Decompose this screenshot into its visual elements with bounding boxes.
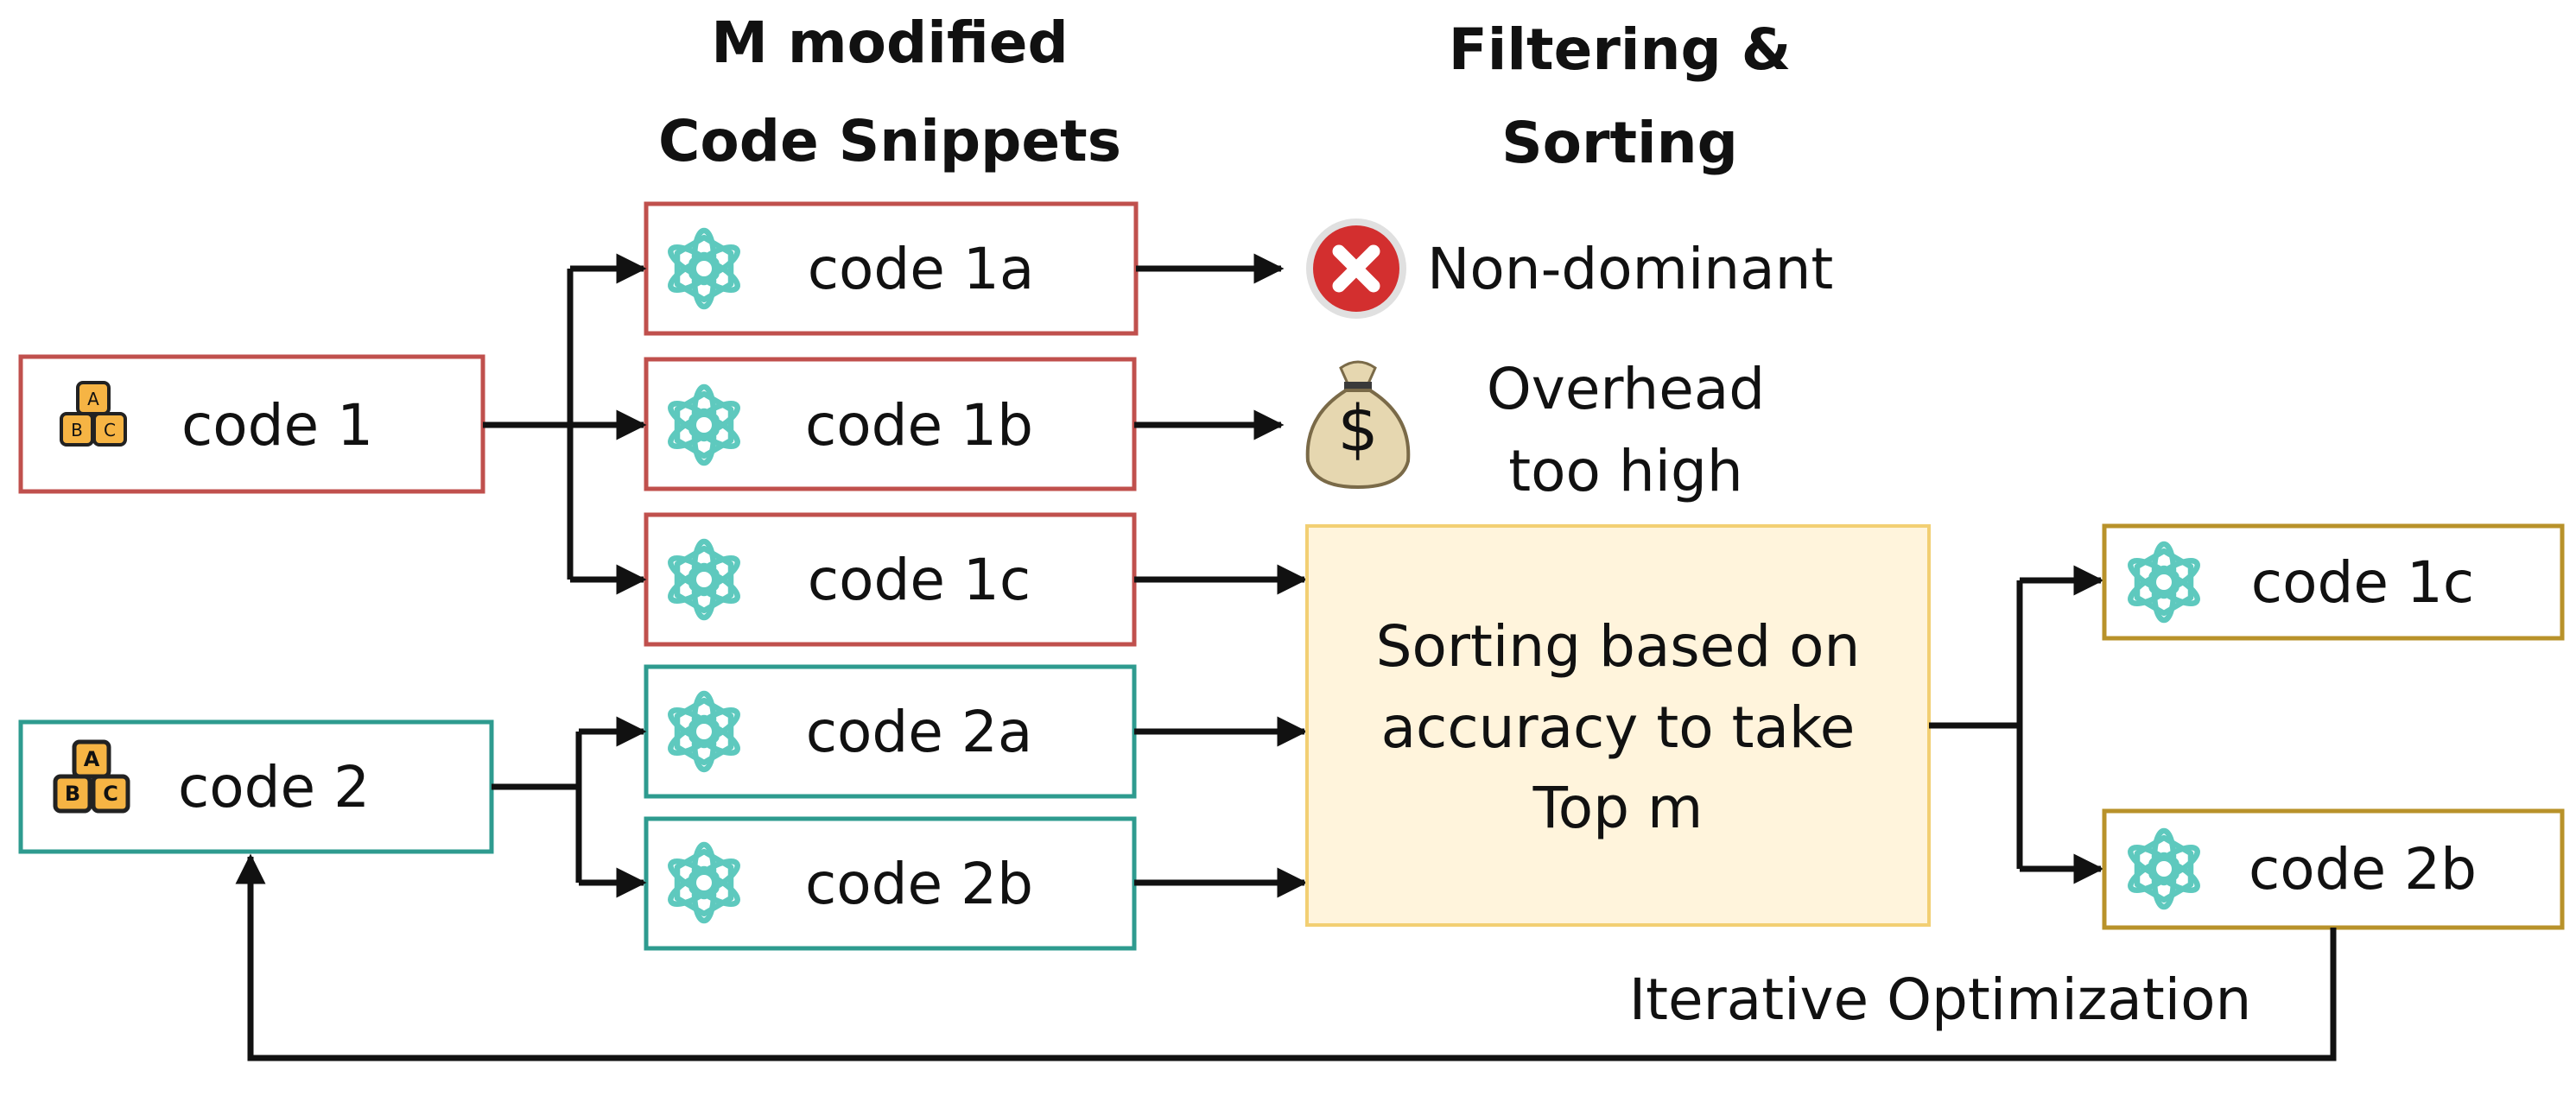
- snippet-label-code1c: code 1c: [808, 547, 1031, 613]
- iterative-optimization-label: Iterative Optimization: [1629, 966, 2252, 1033]
- sorting-text-line3: Top m: [1532, 775, 1704, 841]
- output-label-code1c: code 1c: [2251, 549, 2474, 616]
- filter-label-non-dominant: Non-dominant: [1427, 236, 1833, 302]
- snippet-label-code2a: code 2a: [806, 699, 1033, 765]
- money-bag-icon: $: [1305, 360, 1411, 490]
- sort-to-output-arrows: [1929, 565, 2104, 884]
- snippet-label-code1b: code 1b: [805, 392, 1033, 459]
- red-x-icon: [1306, 219, 1406, 319]
- iterative-loop-arrow: [235, 853, 2337, 1061]
- output-box-code1c: code 1c: [2102, 523, 2565, 641]
- header-modified-line1: M modified: [711, 10, 1069, 76]
- sorting-text-line1: Sorting based on: [1376, 613, 1861, 680]
- header-filtering-line2: Sorting: [1501, 110, 1738, 176]
- output-label-code2b: code 2b: [2249, 836, 2477, 903]
- input-label-code2: code 2: [178, 754, 370, 820]
- block-letter-b: B: [71, 420, 83, 440]
- block-letter-c: C: [103, 782, 118, 806]
- snippet-box-code1b: code 1b: [644, 357, 1137, 491]
- fanout-code2: [492, 716, 647, 898]
- abc-blocks-icon: A B C: [60, 381, 127, 447]
- abc-blocks-icon: A B C: [53, 739, 130, 814]
- snippet-label-code2b: code 2b: [805, 851, 1033, 917]
- block-letter-a: A: [84, 747, 100, 771]
- snippet-box-code2b: code 2b: [644, 816, 1137, 951]
- sorting-text-line2: accuracy to take: [1381, 694, 1856, 761]
- snippet-box-code2a: code 2a: [644, 664, 1137, 799]
- block-letter-b: B: [65, 782, 80, 806]
- fanout-code1: [483, 253, 647, 595]
- filter-label-overhead: Overhead: [1487, 356, 1765, 422]
- snippet-box-code1c: code 1c: [644, 512, 1137, 647]
- svg-text:$: $: [1337, 392, 1378, 466]
- output-box-code2b: code 2b: [2102, 808, 2565, 930]
- filter-label-too-high: too high: [1508, 438, 1743, 504]
- input-box-code1: A B C code 1: [18, 354, 485, 494]
- block-letter-c: C: [104, 420, 116, 440]
- snippet-box-code1a: code 1a: [644, 201, 1139, 336]
- header-filtering-line1: Filtering &: [1449, 16, 1792, 83]
- block-letter-a: A: [87, 389, 99, 409]
- sorting-box: Sorting based on accuracy to take Top m: [1305, 524, 1931, 927]
- snippet-to-filter-arrows: [1134, 253, 1308, 898]
- snippet-label-code1a: code 1a: [808, 236, 1035, 302]
- input-box-code2: A B C code 2: [18, 719, 494, 854]
- header-modified-line2: Code Snippets: [658, 108, 1121, 174]
- input-label-code1: code 1: [181, 392, 373, 459]
